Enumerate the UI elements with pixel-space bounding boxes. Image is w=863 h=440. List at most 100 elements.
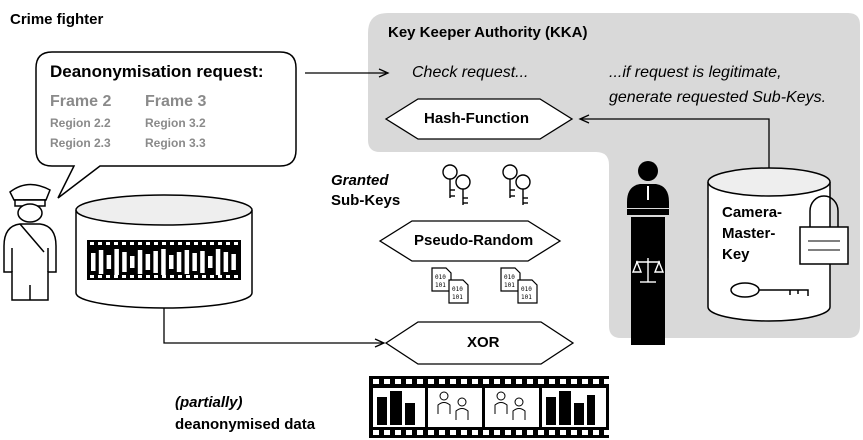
- film-hole: [162, 242, 166, 245]
- legitimate-text-line2: generate requested Sub-Keys.: [609, 89, 827, 106]
- region-label: Region 3.2: [145, 116, 206, 130]
- film-hole: [417, 430, 423, 435]
- master-key-icon: [730, 282, 809, 298]
- film-block: [574, 403, 584, 425]
- film-hole: [461, 379, 467, 384]
- film-hole: [549, 430, 555, 435]
- film-hole: [162, 275, 166, 278]
- xor-hexagon: [384, 321, 575, 365]
- film-hole: [483, 430, 489, 435]
- film-hole: [384, 379, 390, 384]
- film-frame: [428, 388, 482, 427]
- film-hole: [226, 242, 230, 245]
- film-frame: [485, 388, 539, 427]
- film-hole: [582, 379, 588, 384]
- film-hole: [582, 430, 588, 435]
- padlock-icon: [799, 195, 849, 265]
- anonymised-frame: [542, 388, 606, 427]
- film-hole: [516, 430, 522, 435]
- film-hole: [604, 430, 610, 435]
- sub-key-icon: [442, 164, 471, 205]
- film-hole: [194, 242, 198, 245]
- film-bar: [184, 250, 190, 274]
- film-hole: [146, 275, 150, 278]
- film-hole: [450, 430, 456, 435]
- person-head: [496, 391, 506, 401]
- master-key-label-line1: Camera-: [722, 204, 783, 221]
- film-block: [546, 397, 556, 425]
- film-hole: [472, 430, 478, 435]
- person-body: [455, 408, 469, 420]
- anonymised-frame: [373, 388, 425, 427]
- film-hole: [527, 430, 533, 435]
- film-hole: [373, 379, 379, 384]
- kka-title: Key Keeper Authority (KKA): [388, 24, 588, 41]
- film-hole: [472, 379, 478, 384]
- film-hole: [122, 275, 126, 278]
- film-hole: [538, 430, 544, 435]
- film-hole: [98, 275, 102, 278]
- film-hole: [114, 242, 118, 245]
- film-hole: [428, 379, 434, 384]
- police-officer-icon: [3, 183, 57, 301]
- film-hole: [146, 242, 150, 245]
- film-hole: [202, 275, 206, 278]
- master-key-label-line2: Master-: [722, 225, 776, 242]
- film-bar: [161, 249, 166, 275]
- film-hole: [210, 242, 214, 245]
- bits-text: 101: [452, 294, 463, 301]
- film-block: [405, 403, 415, 425]
- film-bar: [145, 254, 151, 270]
- legitimate-text-line1: ...if request is legitimate,: [609, 64, 782, 81]
- film-bar: [106, 255, 112, 269]
- document-shape: [448, 279, 469, 304]
- film-block: [377, 397, 387, 425]
- film-hole: [154, 242, 158, 245]
- film-hole: [194, 275, 198, 278]
- film-bar: [176, 252, 182, 272]
- film-hole: [122, 242, 126, 245]
- film-hole: [138, 275, 142, 278]
- film-bar: [223, 252, 229, 272]
- request-title: Deanonymisation request:: [50, 62, 264, 81]
- film-hole: [210, 275, 214, 278]
- film-hole: [90, 242, 94, 245]
- film-bar: [215, 249, 221, 275]
- film-hole: [461, 430, 467, 435]
- film-hole: [549, 379, 555, 384]
- bits-text: 010: [504, 274, 515, 281]
- region-label: Region 3.3: [145, 136, 206, 150]
- film-hole: [505, 430, 511, 435]
- check-request-text: Check request...: [412, 64, 529, 81]
- film-hole: [439, 430, 445, 435]
- film-hole: [98, 242, 102, 245]
- master-key-label-line3: Key: [722, 246, 750, 263]
- film-hole: [218, 242, 222, 245]
- film-hole: [483, 379, 489, 384]
- film-block: [559, 391, 571, 425]
- person-head: [514, 397, 524, 407]
- person-body: [437, 402, 451, 414]
- film-hole: [234, 275, 238, 278]
- bits-text: 010: [521, 286, 532, 293]
- person-head: [457, 397, 467, 407]
- film-hole: [202, 242, 206, 245]
- video-arrowhead: [374, 338, 386, 348]
- film-block: [587, 395, 595, 425]
- bits-text: 010: [435, 274, 446, 281]
- film-hole: [395, 379, 401, 384]
- bits-text: 101: [435, 282, 446, 289]
- bits-text: 101: [504, 282, 515, 289]
- pseudo-random-label: Pseudo-Random: [414, 232, 534, 249]
- masterkey-arrowhead: [578, 114, 590, 124]
- film-hole: [106, 275, 110, 278]
- film-bar: [208, 256, 213, 268]
- film-hole: [560, 379, 566, 384]
- film-hole: [428, 430, 434, 435]
- frame-label: Frame 3: [145, 93, 207, 110]
- film-hole: [114, 275, 118, 278]
- region-label: Region 2.3: [50, 136, 111, 150]
- video-arrow: [163, 303, 383, 344]
- film-hole: [560, 430, 566, 435]
